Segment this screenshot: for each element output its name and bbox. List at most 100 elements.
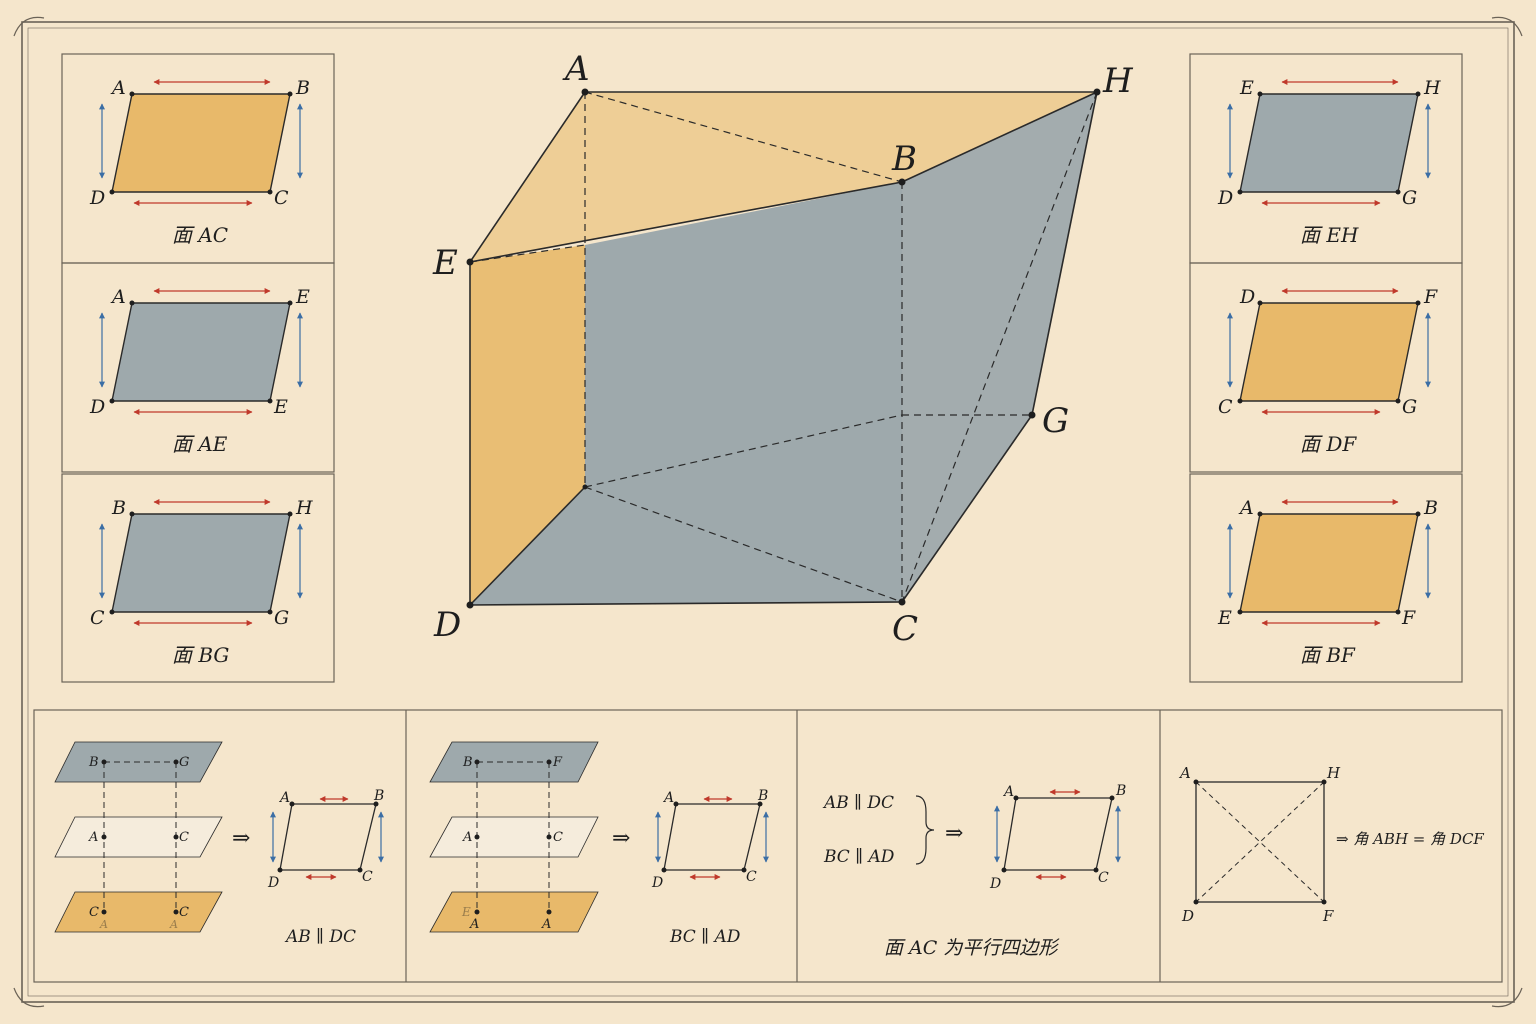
face-panel-vertex-tl: B [111, 497, 126, 519]
step3-label-bl: D [989, 876, 1001, 892]
face-panel-vertex-bl: C [1218, 396, 1233, 418]
face-panel-caption: 面 EH [1300, 223, 1359, 247]
layer1-left-label: B [88, 755, 99, 770]
vertex-label-d: D [433, 605, 461, 645]
face-top [470, 92, 1097, 262]
face-panel-vertex-bl: C [90, 607, 105, 629]
face-panel-vertex-bl: D [89, 187, 105, 209]
face-panel-vertex-br: G [1402, 187, 1417, 209]
step3-caption: 面 AC 为平行四边形 [884, 937, 1060, 959]
step3-line1: AB ∥ DC [822, 793, 894, 813]
face-panel-quad [1239, 302, 1419, 402]
face-panel-vertex-tr: E [295, 286, 310, 308]
step2-implies-arrow: ⇒ [612, 826, 630, 851]
layer2-right-label: C [179, 830, 189, 845]
step2-caption: BC ∥ AD [669, 927, 741, 947]
face-panel-vertex-br: C [274, 187, 289, 209]
face-panel-1: A B D C 面 AC [61, 53, 335, 264]
bottom-step-3: AB ∥ DC BC ∥ AD ⇒ A B D C 面 AC 为平行四边形 [822, 783, 1126, 959]
step1-label-tr: B [373, 788, 384, 804]
s2-layer3-faint-label: E [461, 905, 471, 919]
face-panel-vertex-tl: E [1239, 77, 1254, 99]
face-panel-caption: 面 AC [172, 223, 228, 247]
step2-result-quad: A B D C [651, 788, 769, 891]
step3-label-tl: A [1002, 784, 1014, 800]
layer3-right-label: C [179, 905, 189, 920]
main-prism-figure: A H B E G D C [432, 49, 1134, 649]
face-panel-vertex-tr: B [1423, 497, 1438, 519]
face-panel-caption: 面 AE [172, 432, 228, 456]
s2-layer2-left-label: A [462, 830, 472, 845]
vertex-label-h: H [1102, 61, 1134, 101]
step3-label-tr: B [1115, 783, 1126, 799]
s2-layer2-right-label: C [553, 830, 563, 845]
face-panel-quad [111, 302, 291, 402]
step4-conclusion: ⇒ 角 ABH = 角 DCF [1336, 830, 1484, 848]
step3-implies-arrow: ⇒ [945, 821, 963, 846]
sheet-frame [13, 16, 1523, 1008]
step1-label-tl: A [278, 790, 290, 806]
face-panel-vertex-bl: D [1217, 187, 1233, 209]
bottom-step-1: B G A C C C A A ⇒ A B D C AB ∥ DC [54, 741, 384, 947]
layer3-faint-left-label: A [99, 918, 108, 931]
face-panel-quad [1239, 513, 1419, 613]
s2-layer3-right-label: A [541, 917, 551, 932]
layer3-faint-right-label: A [169, 918, 178, 931]
face-panel-vertex-tl: A [1238, 497, 1254, 519]
face-panel-vertex-br: F [1401, 607, 1416, 629]
s2-layer1-left-label: B [462, 755, 473, 770]
face-panel-vertex-br: E [273, 396, 288, 418]
step2-label-bl: D [651, 875, 663, 891]
face-panel-vertex-br: G [1402, 396, 1417, 418]
step2-label-tr: B [757, 788, 768, 804]
face-panel-quad [111, 93, 291, 193]
step2-label-tl: A [662, 790, 674, 806]
step4-label-bl: D [1181, 907, 1194, 925]
step1-label-br: C [362, 869, 373, 885]
step1-label-bl: D [267, 875, 279, 891]
bottom-step-2: B F A C A A E ⇒ A B D C BC ∥ AD [429, 741, 769, 947]
vertex-label-e: E [432, 243, 458, 283]
step4-label-tl: A [1178, 764, 1191, 782]
step1-result-quad: A B D C [267, 788, 384, 891]
vertex-label-g: G [1042, 401, 1069, 441]
face-panel-quad [1239, 93, 1419, 193]
face-panel-5: D F C G 面 DF [1189, 262, 1463, 473]
layer3-left-label: C [89, 905, 99, 920]
face-panel-vertex-tr: H [1423, 77, 1441, 99]
face-front [470, 182, 902, 605]
vertex-labels: A H B E G D C [432, 49, 1134, 649]
face-panel-vertex-bl: E [1217, 607, 1232, 629]
visible-edges [469, 91, 1098, 606]
vertex-label-c: C [892, 609, 918, 649]
face-panel-vertex-tr: F [1423, 286, 1438, 308]
face-panel-vertex-tl: A [110, 77, 126, 99]
face-panel-caption: 面 DF [1300, 432, 1357, 456]
face-panel-vertex-tr: H [295, 497, 313, 519]
step4-label-br: F [1322, 907, 1334, 925]
bottom-strip [33, 709, 1503, 983]
s2-layer3-left-label: A [469, 917, 479, 932]
step3-brace [915, 795, 935, 865]
step3-label-br: C [1098, 870, 1109, 886]
face-panel-4: E H D G 面 EH [1189, 53, 1463, 264]
step2-label-br: C [746, 869, 757, 885]
step3-line2: BC ∥ AD [823, 847, 895, 867]
step3-result-quad: A B D C [989, 783, 1126, 892]
face-panel-vertex-bl: D [89, 396, 105, 418]
bottom-step-4: A H D F ⇒ 角 ABH = 角 DCF [1178, 764, 1484, 925]
face-left [470, 245, 585, 605]
side-panels: A B D C 面 AC A E D E 面 AE B H C G 面 BG E H D G 面 EH D F C G 面 DF… [61, 53, 1463, 683]
step4-label-tr: H [1326, 764, 1341, 782]
vertex-label-a: A [562, 49, 590, 89]
face-panel-vertex-tr: B [295, 77, 310, 99]
layer1-right-label: G [179, 755, 189, 770]
face-panel-quad [111, 513, 291, 613]
face-panel-vertex-tl: D [1239, 286, 1255, 308]
vertex-dots [466, 88, 1101, 609]
s2-layer1-right-label: F [552, 755, 563, 770]
face-panel-caption: 面 BG [172, 643, 229, 667]
face-panel-caption: 面 BF [1300, 643, 1356, 667]
